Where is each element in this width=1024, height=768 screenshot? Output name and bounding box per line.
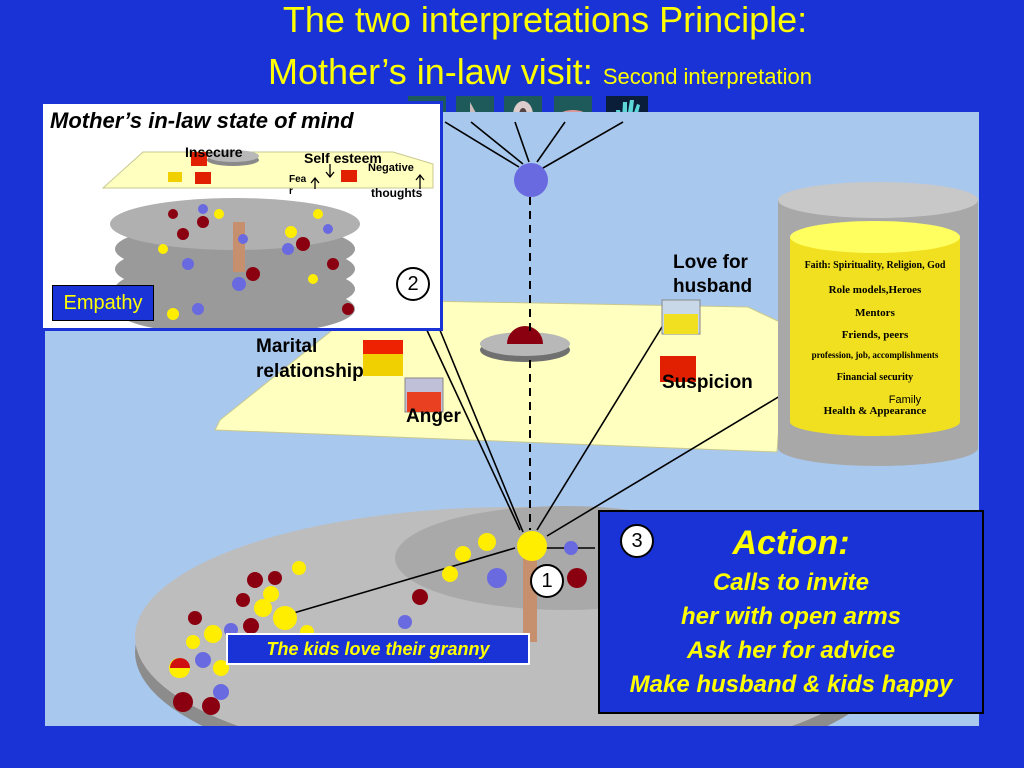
love-fill bbox=[664, 314, 698, 334]
band-mentors: Mentors bbox=[855, 307, 895, 319]
insecure-label: Insecure bbox=[185, 144, 243, 160]
marker-2: 2 bbox=[396, 267, 430, 301]
kids-love-granny-label: The kids love their granny bbox=[226, 633, 530, 665]
band-health: Health & Appearance bbox=[823, 405, 927, 417]
values-cylinder bbox=[778, 182, 978, 466]
top-ball bbox=[514, 163, 548, 197]
action-title: Action: bbox=[732, 524, 850, 562]
marker-3: 3 bbox=[620, 524, 654, 558]
action-box: 3 Action: Calls to invite her with open … bbox=[598, 510, 984, 714]
marital-relationship-label: Marital relationship bbox=[256, 336, 364, 382]
decision-ball bbox=[517, 531, 547, 561]
inset-drawing bbox=[101, 150, 434, 328]
band-friends: Friends, peers bbox=[841, 329, 909, 341]
title-line-1: The two interpretations Principle: bbox=[282, 0, 808, 40]
title-sub: Second interpretation bbox=[602, 64, 812, 89]
inset-title: Mother’s in-law state of mind bbox=[50, 108, 354, 133]
anger-fill bbox=[407, 392, 441, 412]
red-dome bbox=[507, 326, 543, 344]
band-profession: profession, job, accomplishments bbox=[811, 350, 939, 360]
cylinder-labels: Faith: Spirituality, Religion, God Role … bbox=[790, 250, 960, 430]
suspicion-cube bbox=[660, 356, 696, 382]
marker-1: 1 bbox=[530, 564, 564, 598]
action-line-4: Make husband & kids happy bbox=[629, 671, 953, 698]
scattered-balls bbox=[169, 533, 587, 715]
thoughts-label: thoughts bbox=[371, 186, 423, 200]
suspicion-label: Suspicion bbox=[662, 372, 753, 393]
empathy-label: Empathy bbox=[52, 285, 154, 321]
action-line-3: Ask her for advice bbox=[686, 637, 896, 664]
love-for-husband-label: Love for husband bbox=[673, 252, 753, 297]
action-line-2: her with open arms bbox=[680, 603, 902, 630]
band-financial: Financial security bbox=[836, 372, 914, 383]
marital-cube-base bbox=[363, 354, 403, 376]
band-role-models: Role models,Heroes bbox=[828, 284, 922, 296]
half-ball-red bbox=[170, 658, 190, 668]
title-main: Mother’s in-law visit: bbox=[268, 51, 603, 92]
action-line-1: Calls to invite bbox=[712, 569, 870, 596]
action-lines: Calls to invite her with open arms Ask h… bbox=[600, 566, 982, 702]
self-esteem-label: Self esteem bbox=[304, 150, 382, 166]
fear-label: Fea r bbox=[289, 174, 307, 197]
sense-arrows bbox=[279, 121, 801, 618]
title-line-2: Mother’s in-law visit: Second interpreta… bbox=[0, 52, 1024, 97]
half-ball-yellow bbox=[170, 668, 190, 678]
center-pole bbox=[523, 552, 537, 642]
anger-label: Anger bbox=[406, 406, 461, 427]
band-family: Family bbox=[888, 394, 922, 406]
band-faith: Faith: Spirituality, Religion, God bbox=[804, 260, 946, 271]
negative-label: Negative bbox=[368, 162, 414, 174]
